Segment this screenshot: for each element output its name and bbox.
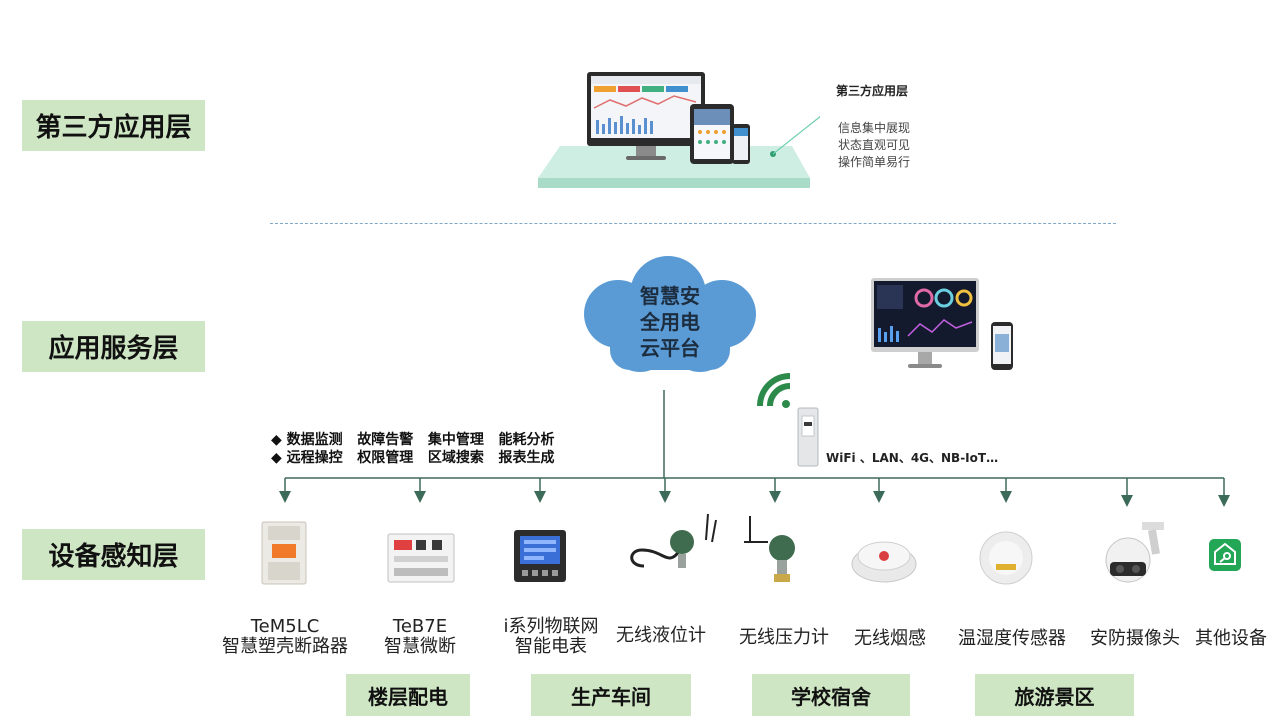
smart-meter-icon [514,530,566,582]
cloud-line-3: 云平台 [640,336,700,360]
third-party-line-3: 操作简单易行 [838,155,911,169]
cloud-shape [584,256,756,372]
cloud-line-2: 全用电 [640,310,700,334]
scene-label-workshop: 生产车间 [531,674,691,716]
pressure-gauge-icon [744,516,795,582]
network-protocols: WiFi 、LAN、4G、NB-IoT… [826,451,999,465]
scene-label-floor-distribution: 楼层配电 [346,674,470,716]
miniature-breaker-icon [387,533,455,583]
device-model: TeM5LC [250,616,320,637]
dashboard-monitor-illustration [871,278,1013,370]
device-name-teb7e: TeB7E 智慧微断 [360,617,480,657]
layer-label-service: 应用服务层 [22,321,205,372]
device-desc: 智慧微断 [384,636,456,657]
layer-label-third-party: 第三方应用层 [22,100,205,151]
feature-list-row-2: ◆ 远程操控 权限管理 区域搜索 报表生成 [271,450,555,466]
device-name-level-meter: 无线液位计 [616,625,706,646]
level-meter-icon [630,513,717,568]
device-name-tem5lc: TeM5LC 智慧塑壳断路器 [200,617,370,657]
security-camera-icon [1105,522,1164,583]
layer-label-device: 设备感知层 [22,529,205,580]
third-party-line-1: 信息集中展现 [838,121,911,135]
third-party-panel-title: 第三方应用层 [836,84,909,98]
scene-label-school-dorm: 学校宿舍 [752,674,910,716]
device-name-th-sensor: 温湿度传感器 [958,628,1066,649]
device-desc: 智能电表 [515,636,587,657]
layer-separator [270,223,1116,224]
other-device-icon [1209,539,1241,571]
device-model: i系列物联网 [503,616,599,637]
cloud-line-1: 智慧安 [640,284,700,308]
device-name-i-series: i系列物联网 智能电表 [490,617,612,657]
device-name-smoke-detector: 无线烟感 [854,628,926,649]
device-name-pressure-gauge: 无线压力计 [739,627,829,648]
third-party-illustration [538,72,820,188]
th-sensor-icon [979,531,1033,585]
third-party-line-2: 状态直观可见 [838,138,911,152]
cloud-platform-title: 智慧安 全用电 云平台 [610,283,730,361]
wifi-gateway-icon [757,373,819,467]
smoke-detector-icon [851,541,917,583]
device-model: TeB7E [392,616,448,637]
device-desc: 智慧塑壳断路器 [222,636,348,657]
device-name-security-camera: 安防摄像头 [1090,628,1180,649]
device-name-other: 其他设备 [1195,628,1267,649]
scene-label-scenic-area: 旅游景区 [975,674,1134,716]
molded-case-breaker-icon [261,521,307,585]
feature-list-row-1: ◆ 数据监测 故障告警 集中管理 能耗分析 [271,432,555,448]
